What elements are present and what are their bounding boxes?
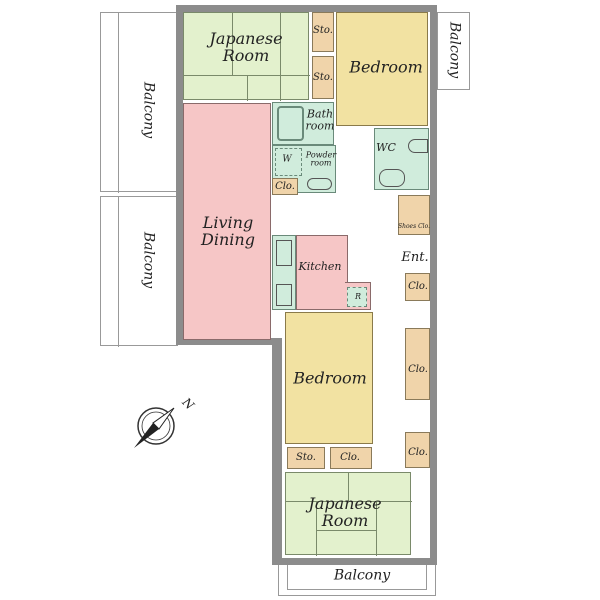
shoes-closet — [398, 195, 430, 235]
compass-icon — [134, 407, 175, 448]
kitchen-ext — [345, 282, 371, 310]
balcony-bottom — [278, 563, 436, 596]
closet-1 — [272, 178, 298, 195]
japanese-room-bottom — [285, 472, 412, 556]
label-storage-2: Sto. — [313, 71, 333, 83]
japanese-room-top — [183, 12, 310, 101]
label-kitchen: Kitchen — [298, 260, 342, 274]
living-dining — [183, 103, 271, 340]
balcony-top-right — [437, 12, 470, 90]
label-shoes-closet: Shoes Clo. — [397, 222, 431, 230]
label-balcony-bottom: Balcony — [333, 567, 391, 584]
powder-room — [272, 145, 336, 193]
label-bedroom-top: Bedroom — [349, 57, 423, 77]
bedroom-bottom — [285, 312, 373, 444]
closet-5 — [330, 447, 372, 469]
storage-3 — [287, 447, 325, 469]
label-closet-4: Clo. — [408, 446, 428, 458]
closet-3 — [405, 328, 430, 400]
label-fridge: R — [354, 291, 362, 301]
label-closet-1: Clo. — [275, 180, 295, 192]
label-storage-1: Sto. — [313, 24, 333, 36]
closet-4 — [405, 432, 430, 468]
label-entrance: Ent. — [401, 250, 429, 266]
kitchen — [296, 235, 348, 310]
label-storage-3: Sto. — [296, 451, 316, 463]
label-balcony-left-2: Balcony — [140, 231, 157, 289]
label-balcony-top-right: Balcony — [446, 21, 463, 79]
wc — [374, 128, 429, 190]
kitchen-counter — [272, 235, 296, 310]
storage-2 — [312, 56, 334, 99]
label-closet-5: Clo. — [340, 451, 360, 463]
label-closet-2: Clo. — [408, 280, 428, 292]
label-balcony-left-1: Balcony — [140, 81, 157, 139]
bathroom — [272, 102, 334, 145]
label-wc: WC — [376, 141, 396, 155]
label-washer: W — [282, 154, 292, 165]
balcony-left-1 — [100, 12, 178, 193]
closet-2 — [405, 273, 430, 301]
balcony-left-2 — [100, 196, 178, 347]
label-closet-3: Clo. — [408, 363, 428, 375]
storage-1 — [312, 12, 334, 52]
bedroom-top — [336, 12, 428, 126]
label-bedroom-bottom: Bedroom — [293, 368, 367, 388]
